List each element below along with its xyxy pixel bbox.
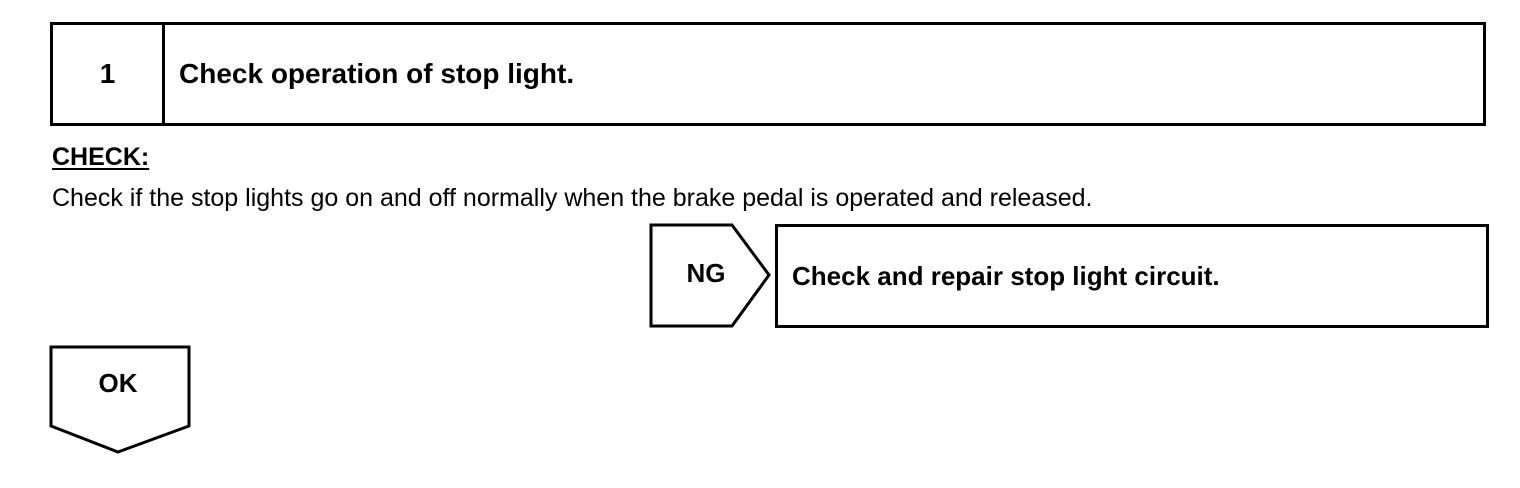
step-header-box: 1 Check operation of stop light. bbox=[50, 22, 1486, 126]
step-number: 1 bbox=[53, 25, 165, 123]
ng-label: NG bbox=[686, 258, 726, 288]
ok-label: OK bbox=[98, 368, 138, 398]
ng-arrow-icon bbox=[649, 223, 771, 328]
check-heading: CHECK: bbox=[52, 143, 150, 171]
ng-action-text: Check and repair stop light circuit. bbox=[792, 260, 1220, 291]
check-instruction: Check if the stop lights go on and off n… bbox=[52, 184, 1093, 212]
ok-arrow-icon bbox=[49, 345, 191, 454]
ng-action-box: Check and repair stop light circuit. bbox=[775, 224, 1489, 328]
step-title: Check operation of stop light. bbox=[179, 58, 575, 89]
